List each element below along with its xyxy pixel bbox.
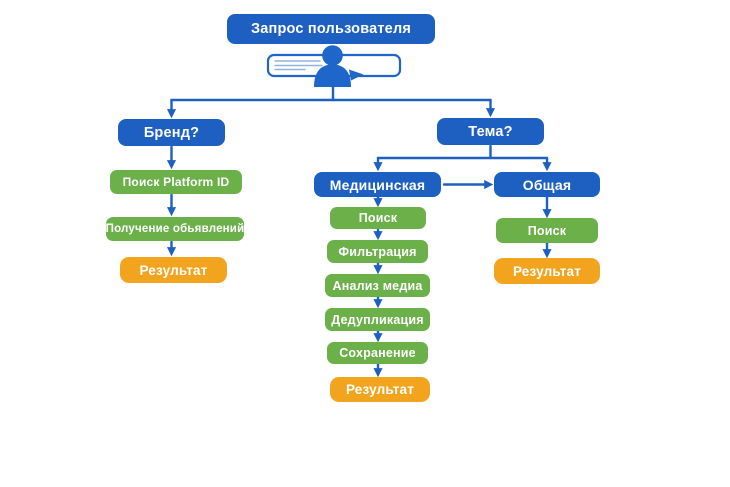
node-topic-question: Тема? bbox=[437, 118, 544, 145]
user-request-icon bbox=[266, 45, 402, 87]
node-brand-result: Результат bbox=[120, 257, 227, 283]
node-medical-search: Поиск bbox=[330, 207, 426, 229]
node-medical-media-analysis: Анализ медиа bbox=[325, 274, 430, 297]
node-medical-filter: Фильтрация bbox=[327, 240, 428, 263]
node-brand-question: Бренд? bbox=[118, 119, 225, 146]
node-medical-branch: Медицинская bbox=[314, 172, 441, 197]
node-medical-result: Результат bbox=[330, 377, 430, 402]
node-get-ads: Получение обьявлений bbox=[106, 217, 244, 241]
node-general-branch: Общая bbox=[494, 172, 600, 197]
node-medical-save: Сохранение bbox=[327, 342, 428, 364]
node-platform-id-search: Поиск Platform ID bbox=[110, 170, 242, 194]
node-general-result: Результат bbox=[494, 258, 600, 284]
connector-topic-split bbox=[376, 144, 549, 160]
node-medical-dedup: Дедупликация bbox=[325, 308, 430, 331]
node-user-query: Запрос пользователя bbox=[227, 14, 435, 44]
node-general-search: Поиск bbox=[496, 218, 598, 243]
